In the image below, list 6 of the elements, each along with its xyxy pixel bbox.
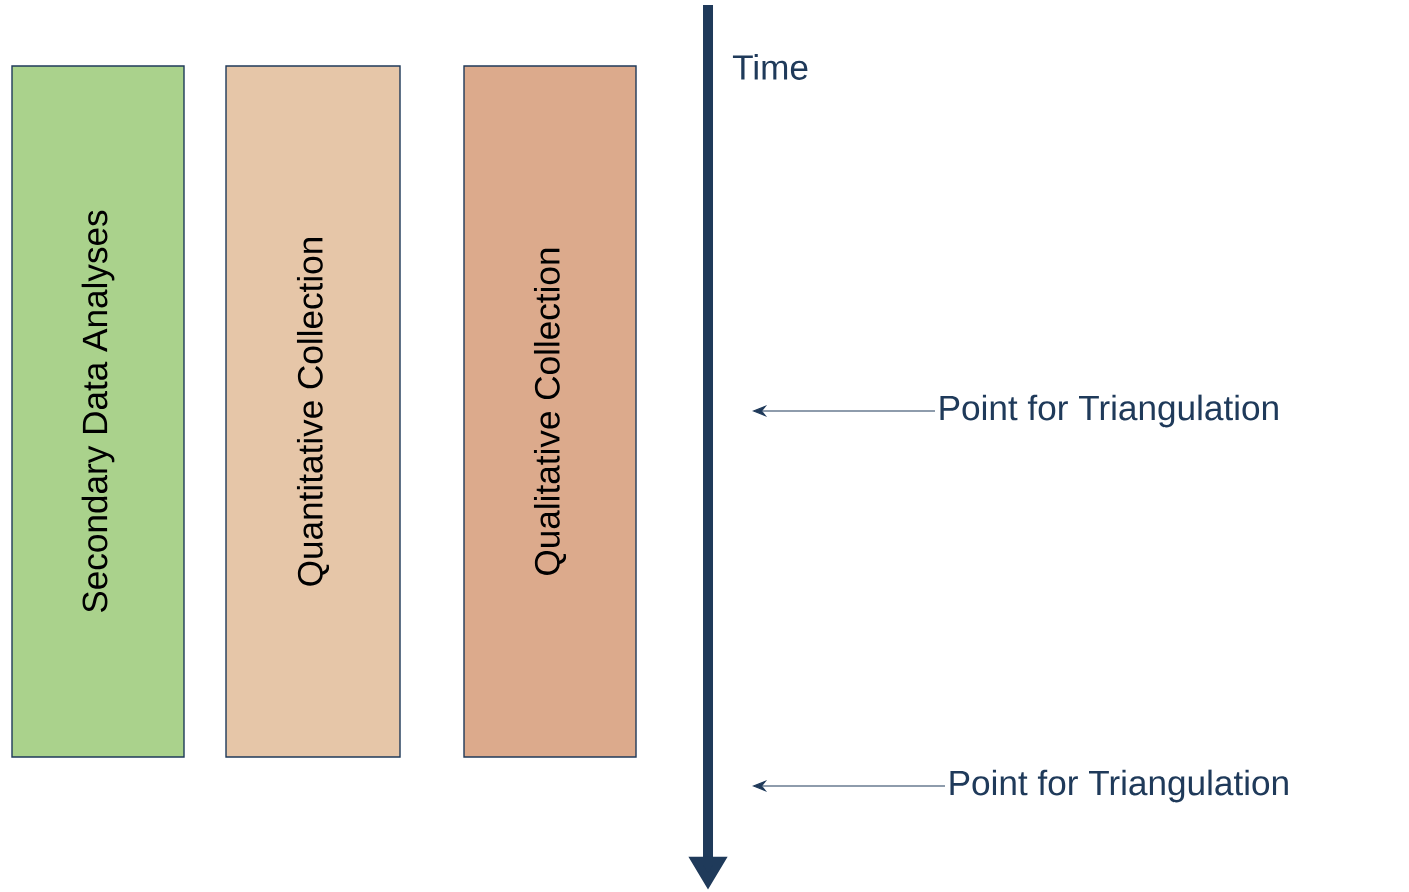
axis-label: Time xyxy=(732,54,808,80)
annotation-text: Point for Triangulation xyxy=(950,769,1288,803)
process-bar: Secondary Data Analyses xyxy=(11,65,185,758)
process-bar: Qualitative Collection xyxy=(463,65,637,758)
process-bar: Quantitative Collection xyxy=(225,65,401,758)
annotation-text: Point for Triangulation xyxy=(940,394,1278,428)
